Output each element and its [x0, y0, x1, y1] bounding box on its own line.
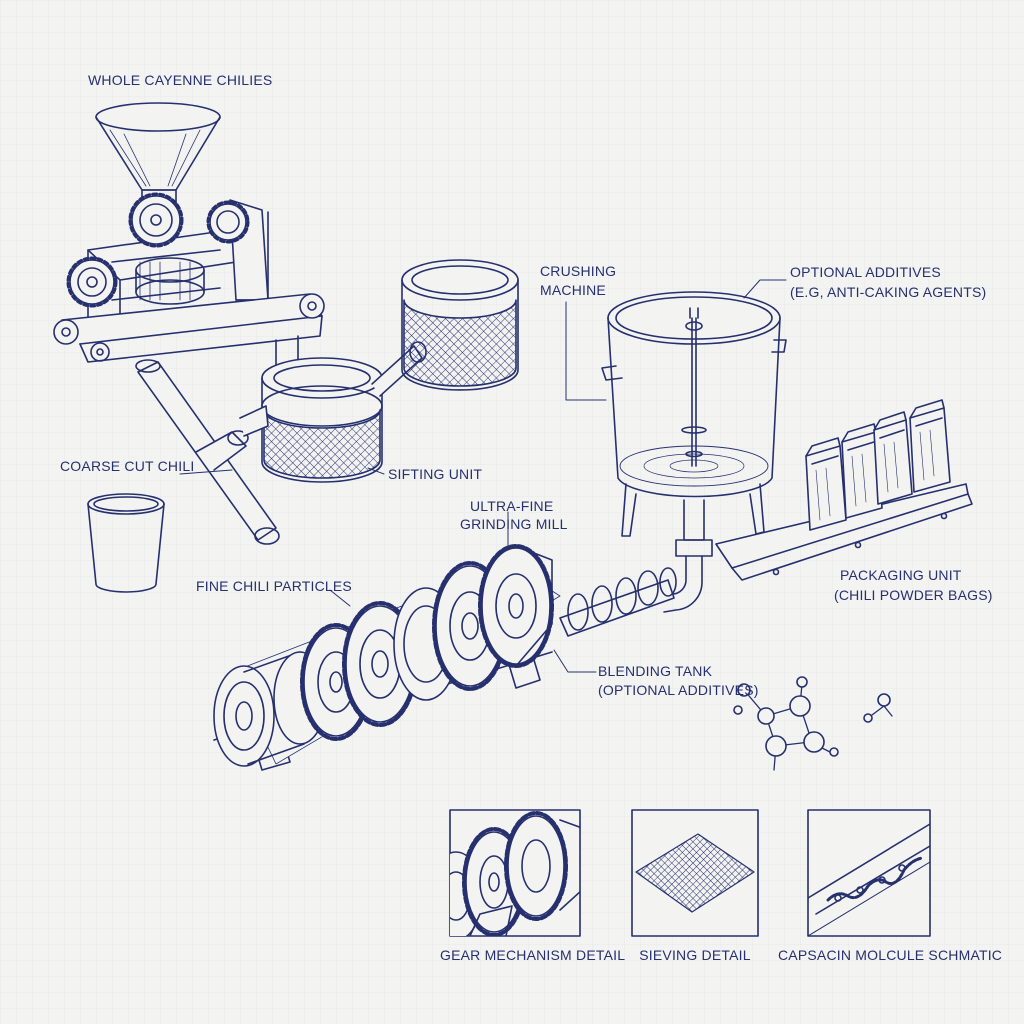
blending-tank-icon: [601, 291, 787, 557]
chute-pipe-icon: [135, 359, 280, 545]
label-ultra-fine-line1: ULTRA-FINE: [470, 498, 554, 514]
label-fine-chili-particles: FINE CHILI PARTICLES: [196, 578, 352, 594]
crushing-machine-icon: [66, 192, 269, 331]
label-blending-tank-line1: BLENDING TANK: [598, 663, 713, 679]
label-blending-tank-line2: (OPTIONAL ADDITIVES): [598, 682, 759, 698]
label-optional-additives-line2: (E.G, ANTI-CAKING AGENTS): [790, 284, 987, 300]
conveyor-icon: [53, 293, 325, 363]
label-whole-cayenne-chilies: WHOLE CAYENNE CHILIES: [88, 72, 273, 88]
auger-screw-icon: [559, 567, 677, 637]
label-packaging-line2: (CHILI POWDER BAGS): [834, 587, 993, 603]
bag-icon: [805, 437, 847, 531]
sieve-drum-icon: [401, 259, 519, 391]
caption-sieving-detail: SIEVING DETAIL: [639, 947, 751, 963]
packaging-tray-icon: [715, 483, 973, 581]
label-packaging-line1: PACKAGING UNIT: [840, 567, 962, 583]
bag-icon: [909, 399, 951, 493]
caption-molecule-schematic: CAPSACIN MOLCULE SCHMATIC: [778, 947, 1003, 963]
detail-panel-molecule: [807, 809, 931, 937]
leader-lines: [179, 279, 787, 673]
label-crushing-machine-line2: MACHINE: [540, 282, 606, 298]
label-crushing-machine-line1: CRUSHING: [540, 263, 617, 279]
caption-gear-mechanism-detail: GEAR MECHANISM DETAIL: [440, 947, 626, 963]
detail-panel-sieve: [631, 809, 759, 937]
detail-panel-gear: [449, 809, 581, 937]
sifting-drum-icon: [261, 357, 383, 483]
label-sifting-unit: SIFTING UNIT: [388, 466, 483, 482]
cup-icon: [87, 493, 165, 593]
label-coarse-cut-chili: COARSE CUT CHILI: [60, 458, 195, 474]
grinding-mill-icon: [213, 544, 561, 771]
label-ultra-fine-line2: GRINDING MILL: [460, 516, 568, 532]
bag-icon: [873, 411, 913, 505]
molecule-icon: [733, 676, 893, 771]
label-optional-additives-line1: OPTIONAL ADDITIVES: [790, 264, 941, 280]
